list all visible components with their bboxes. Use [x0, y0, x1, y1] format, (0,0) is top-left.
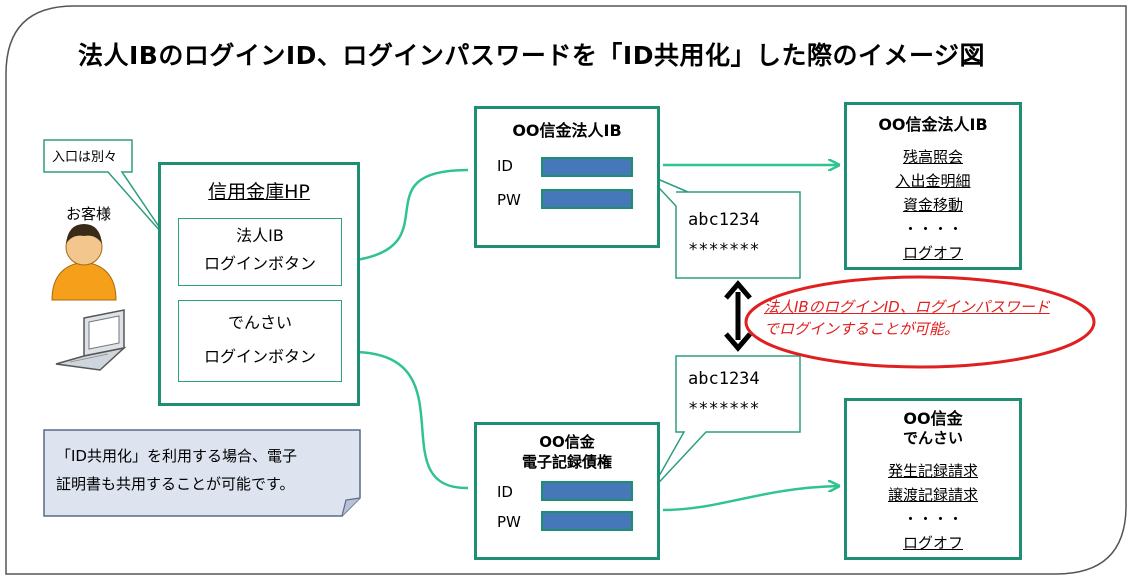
curve-hp-to-densai [355, 350, 469, 490]
person-icon [51, 224, 117, 301]
arrow-to-densai-menu [662, 486, 838, 512]
densai-menu-item-transfer[interactable]: 譲渡記録請求 [887, 486, 978, 504]
hp-ib-login-label-2: ログインボタン [203, 254, 316, 273]
densai-login-box: OO信金 電子記録債権 ID PW [474, 422, 660, 560]
cred-bottom-shape [649, 355, 801, 493]
densai-pw-label: PW [497, 513, 521, 531]
ib-menu-box: OO信金法人IB 残高照会 入出金明細 資金移動 ・・・・ ログオフ [844, 102, 1022, 270]
ib-id-field[interactable] [541, 157, 633, 177]
red-note: 法人IBのログインID、ログインパスワード でログインすることが可能。 [764, 296, 1084, 340]
bottom-note: 「ID共用化」を利用する場合、電子 証明書も共用することが可能です。 [56, 442, 297, 498]
outer-frame [5, 5, 1127, 575]
ib-menu-title: OO信金法人IB [878, 115, 988, 134]
densai-menu-item-ellipsis: ・・・・ [902, 510, 963, 528]
cred-bottom: abc1234 ******* [688, 364, 760, 424]
laptop-icon [55, 309, 127, 371]
cred-top-pw: ******* [688, 240, 760, 260]
double-arrow-head-top [724, 280, 752, 300]
ib-menu-item-ellipsis: ・・・・ [902, 220, 963, 238]
ib-menu-item-balance[interactable]: 残高照会 [902, 148, 963, 166]
ib-pw-label: PW [497, 191, 521, 209]
densai-menu-title-1: OO信金 [903, 409, 963, 428]
densai-menu-box: OO信金 でんさい 発生記録請求 譲渡記録請求 ・・・・ ログオフ [844, 398, 1022, 560]
densai-menu-title-2: でんさい [902, 429, 963, 447]
cred-top-shape [645, 173, 801, 279]
densai-menu-item-issue[interactable]: 発生記録請求 [887, 462, 978, 480]
red-ellipse [744, 275, 1096, 369]
red-note-line-1: 法人IBのログインID、ログインパスワード [764, 298, 1050, 316]
ib-login-box: OO信金法人IB ID PW [474, 106, 660, 248]
cred-top-id: abc1234 [688, 210, 760, 230]
callout-separate-shape [43, 139, 169, 241]
hp-densai-login-button[interactable]: でんさい ログインボタン [178, 300, 342, 382]
note-fold [341, 497, 361, 517]
densai-login-title-2: 電子記録債権 [521, 453, 612, 471]
curve-hp-to-ib [355, 168, 469, 262]
red-note-line-2: でログインすることが可能。 [764, 320, 960, 338]
double-arrow-head-bottom [724, 332, 752, 352]
ib-menu-list: 残高照会 入出金明細 資金移動 ・・・・ ログオフ [847, 145, 1019, 265]
hp-ib-login-button[interactable]: 法人IB ログインボタン [178, 218, 342, 286]
hp-densai-login-label-2: ログインボタン [203, 347, 316, 366]
bottom-note-line-2: 証明書も共用することが可能です。 [56, 475, 295, 493]
ib-id-label: ID [497, 157, 513, 175]
callout-separate-label: 入口は別々 [52, 150, 118, 165]
densai-menu-list: 発生記録請求 譲渡記録請求 ・・・・ ログオフ [847, 459, 1019, 555]
hp-densai-login-label-1: でんさい [227, 313, 292, 332]
ib-login-title: OO信金法人IB [512, 121, 622, 140]
ib-menu-item-statement[interactable]: 入出金明細 [895, 172, 971, 190]
ib-menu-item-transfer[interactable]: 資金移動 [902, 196, 963, 214]
ib-pw-field[interactable] [541, 189, 633, 209]
hp-ib-login-label-1: 法人IB [236, 226, 284, 245]
cred-bottom-pw: ******* [688, 399, 760, 419]
cred-top: abc1234 ******* [688, 205, 760, 265]
densai-menu-item-logoff[interactable]: ログオフ [902, 534, 963, 552]
cred-bottom-id: abc1234 [688, 369, 760, 389]
densai-id-field[interactable] [541, 481, 633, 501]
customer-label: お客様 [66, 205, 112, 223]
densai-id-label: ID [497, 483, 513, 501]
densai-login-title-1: OO信金 [539, 433, 595, 451]
densai-pw-field[interactable] [541, 511, 633, 531]
hp-box-title: 信用金庫HP [208, 181, 310, 203]
bottom-note-line-1: 「ID共用化」を利用する場合、電子 [56, 447, 297, 465]
diagram-title: 法人IBのログインID、ログインパスワードを「ID共用化」した際のイメージ図 [78, 41, 985, 70]
ib-menu-item-logoff[interactable]: ログオフ [902, 244, 963, 262]
